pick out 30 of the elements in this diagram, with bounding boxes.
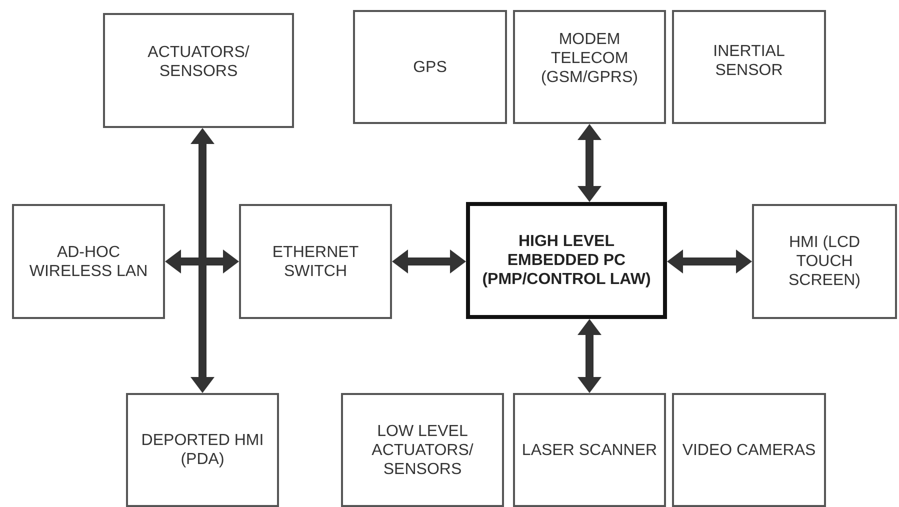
double-arrow <box>165 250 239 274</box>
box-label: GPS <box>412 58 448 76</box>
component-box <box>341 393 504 507</box>
box-label: DEPORTED HMI (PDA) <box>140 431 265 469</box>
component-box <box>126 393 279 507</box>
central-process-box <box>466 202 667 319</box>
component-box <box>239 204 392 319</box>
box-label: HMI (LCD TOUCH SCREEN) <box>787 233 862 290</box>
double-arrow <box>667 250 752 274</box>
double-arrow <box>578 319 602 393</box>
box-label: HIGH LEVEL EMBEDDED PC (PMP/CONTROL LAW) <box>481 232 652 289</box>
double-arrow <box>578 124 602 202</box>
component-box <box>672 393 826 507</box>
box-label: LOW LEVEL ACTUATORS/ SENSORS <box>370 422 474 478</box>
box-label: ACTUATORS/ SENSORS <box>146 43 250 81</box>
double-arrow <box>190 128 214 393</box>
box-label: INERTIAL SENSOR <box>712 42 786 80</box>
component-box <box>353 10 507 124</box>
component-box <box>12 204 165 319</box>
box-label: ETHERNET SWITCH <box>271 242 360 280</box>
component-box <box>752 204 897 319</box>
component-box <box>513 10 666 124</box>
box-label: VIDEO CAMERAS <box>681 440 817 460</box>
box-label: LASER SCANNER <box>520 440 658 460</box>
component-box <box>672 10 826 124</box>
double-arrow <box>392 250 466 274</box>
component-box <box>513 393 666 507</box>
component-box <box>103 13 294 128</box>
box-label: MODEM TELECOM (GSM/GPRS) <box>540 30 639 87</box>
box-label: AD-HOC WIRELESS LAN <box>28 242 149 280</box>
